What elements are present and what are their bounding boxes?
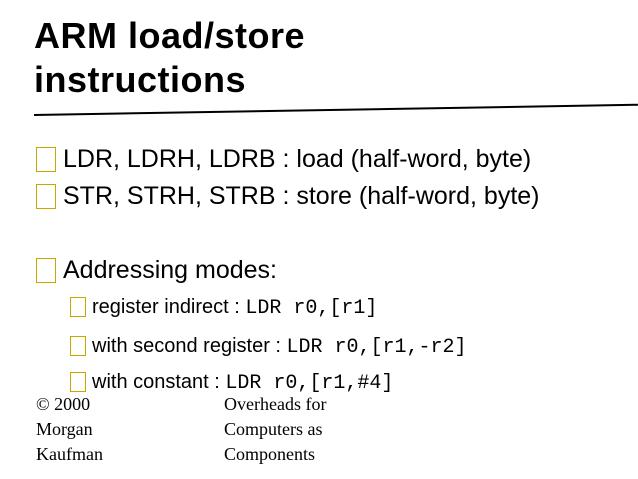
footer-right-line-2: Computers as [224, 419, 323, 439]
bullet-item-load: LDR, LDRH, LDRB : load (half-word, byte) [36, 141, 606, 178]
footer-left-line-2: Morgan [36, 419, 93, 439]
bullet-item-store: STR, STRH, STRB : store (half-word, byte… [36, 178, 606, 215]
bullet-square-icon [70, 336, 86, 356]
bullet-text: LDR, LDRH, LDRB : load (half-word, byte) [63, 145, 532, 173]
footer-right-line-3: Components [224, 444, 316, 464]
sub-bullet-code: LDR r0,[r1,-r2] [286, 336, 467, 359]
slide-title: ARM load/store instructions [34, 14, 624, 102]
sub-bullet-second-register: with second register : LDR r0,[r1,-r2] [70, 330, 630, 364]
sub-bullet-label: with constant : [92, 371, 226, 393]
sub-bullet-code: LDR r0,[r1] [245, 297, 378, 320]
footer-left-line-1: © 2000 [36, 394, 91, 414]
sub-bullet-code: LDR r0,[r1,#4] [225, 372, 394, 395]
footer-copyright: © 2000 Morgan Kaufman [36, 392, 103, 467]
title-divider-line [34, 103, 638, 116]
bullet-square-icon [70, 372, 86, 392]
slide-title-line-1: ARM load/store [34, 15, 306, 56]
bullet-text: Addressing modes: [63, 256, 278, 284]
sub-bullet-label: register indirect : [92, 296, 246, 318]
bullet-square-icon [36, 147, 56, 172]
bullet-item-addressing-modes: Addressing modes: [36, 252, 606, 289]
sub-bullet-label: with second register : [92, 335, 287, 357]
footer-left-line-3: Kaufman [36, 444, 103, 464]
slide-title-line-2: instructions [34, 59, 247, 100]
bullet-square-icon [36, 258, 56, 283]
sub-bullet-constant: with constant : LDR r0,[r1,#4] [70, 366, 630, 400]
sub-bullet-register-indirect: register indirect : LDR r0,[r1] [70, 291, 630, 325]
bullet-text: STR, STRH, STRB : store (half-word, byte… [63, 182, 540, 210]
bullet-square-icon [70, 297, 86, 317]
footer-source: Overheads for Computers as Components [224, 392, 326, 467]
bullet-square-icon [36, 184, 56, 209]
footer-right-line-1: Overheads for [224, 394, 327, 414]
